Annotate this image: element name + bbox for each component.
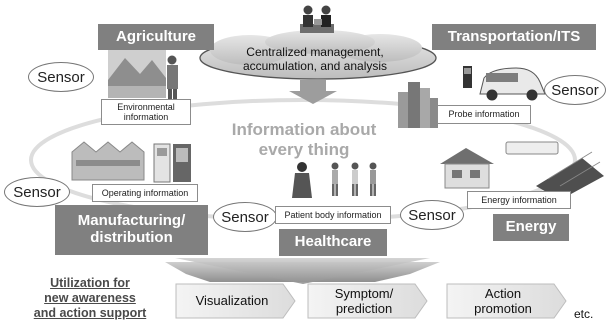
sensor-oval-energy: Sensor: [400, 200, 464, 230]
domain-label-healthcare: Healthcare: [279, 229, 387, 256]
sensor-label: Sensor: [37, 68, 85, 86]
manufacturing-text-line2: distribution: [90, 229, 173, 246]
patient-info-text: Patient body information: [284, 209, 382, 220]
sensor-label: Sensor: [221, 208, 269, 226]
businessmen-illustration: [300, 5, 334, 33]
step-action-text-line2: promotion: [474, 300, 532, 316]
sensor-oval-agriculture: Sensor: [28, 62, 94, 92]
step-action-text-line1: Action: [484, 285, 522, 301]
chevron-visualization: [175, 283, 296, 319]
sensor-oval-transportation: Sensor: [544, 75, 606, 105]
manufacturing-illustration: [71, 141, 191, 183]
environmental-info-line1: Environmental: [117, 101, 175, 112]
healthcare-text: Healthcare: [294, 233, 372, 251]
healthcare-illustration: [292, 162, 377, 198]
cloud-caption-line1: Centralized management,: [246, 45, 384, 59]
energy-text: Energy: [505, 218, 557, 236]
info-box-operating: Operating information: [92, 184, 198, 202]
cloud-down-arrow: [289, 80, 337, 104]
sensor-oval-manufacturing: Sensor: [4, 177, 70, 207]
info-box-patient: Patient body information: [275, 206, 391, 224]
utilization-caption: Utilization for new awareness and action…: [20, 276, 160, 321]
chevron-symptom: [307, 283, 428, 319]
city-buildings-illustration: [398, 82, 438, 128]
utilization-line1: Utilization for: [50, 276, 130, 290]
sensor-label: Sensor: [13, 183, 61, 201]
operating-info-text: Operating information: [101, 187, 189, 198]
center-title: Information about every thing: [218, 120, 390, 159]
probe-info-text: Probe information: [448, 109, 520, 120]
step-visualization-text: Visualization: [195, 293, 269, 309]
step-visualization: Visualization: [178, 286, 286, 317]
sensor-label: Sensor: [408, 206, 456, 224]
cloud-caption: Centralized management, accumulation, an…: [222, 45, 408, 74]
center-title-line1: Information about: [231, 120, 377, 139]
etc-text: etc.: [574, 307, 594, 321]
utilization-line3: and action support: [33, 306, 147, 320]
center-title-line2: every thing: [258, 139, 350, 159]
info-box-environmental: Environmental information: [101, 99, 191, 125]
step-symptom-prediction: Symptom/ prediction: [310, 286, 418, 317]
cloud-caption-line2: accumulation, and analysis: [242, 59, 388, 74]
agriculture-illustration: [108, 48, 178, 99]
transportation-text: Transportation/ITS: [447, 27, 581, 45]
domain-label-agriculture: Agriculture: [98, 24, 214, 50]
environmental-info-line2: information: [123, 112, 169, 122]
step-symptom-text-line1: Symptom/: [334, 285, 394, 301]
step-action-promotion: Action promotion: [449, 286, 557, 317]
info-box-energy: Energy information: [467, 191, 571, 209]
cloud-shape: [199, 30, 437, 80]
transportation-illustration: [463, 66, 546, 101]
domain-label-energy: Energy: [493, 214, 569, 241]
domain-label-manufacturing: Manufacturing/ distribution: [55, 205, 208, 255]
manufacturing-text-line1: Manufacturing/: [77, 212, 186, 230]
step-symptom-text-line2: prediction: [335, 300, 393, 316]
info-box-probe: Probe information: [437, 105, 531, 124]
chevron-action: [446, 283, 567, 319]
domain-label-transportation: Transportation/ITS: [432, 24, 596, 50]
energy-illustration: [440, 141, 604, 200]
sensor-oval-healthcare: Sensor: [213, 202, 277, 232]
agriculture-text: Agriculture: [115, 27, 196, 45]
utilization-line2: new awareness: [44, 291, 136, 305]
sensor-label: Sensor: [551, 81, 599, 99]
energy-info-text: Energy information: [481, 194, 557, 205]
